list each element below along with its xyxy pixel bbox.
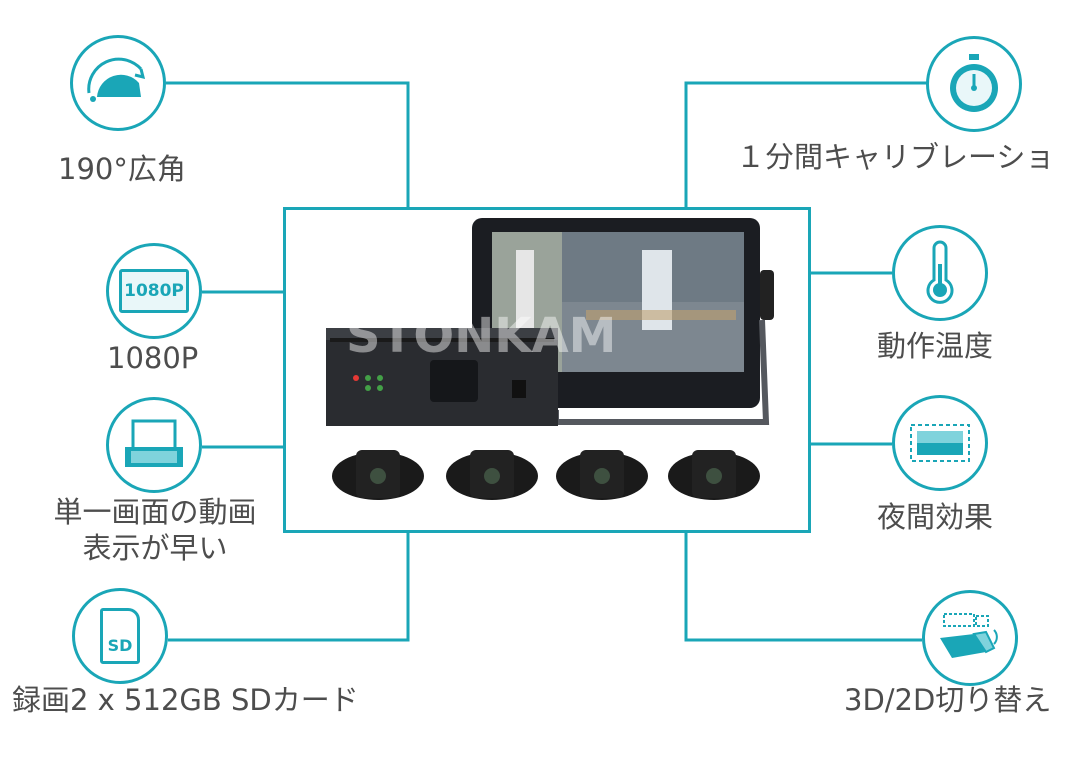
- wide-angle-label: 190°広角: [58, 152, 186, 186]
- sd-card-icon: SD: [100, 608, 140, 664]
- night-circle: [892, 395, 988, 491]
- truck-icon: [940, 613, 998, 658]
- resolution-label: 1080P: [107, 341, 199, 375]
- single-screen-circle: [106, 397, 202, 493]
- recording-label: 録画2 x 512GB SDカード: [12, 683, 359, 717]
- wide-angle-icon: [87, 57, 146, 102]
- single-screen-label-line2: 表示が早い: [82, 531, 228, 565]
- monitor-1080p-icon: 1080P: [119, 269, 189, 313]
- connector-3d2d: [684, 533, 922, 642]
- dvr-box: [326, 328, 558, 426]
- connector-calibration: [684, 81, 927, 207]
- temperature-circle: [892, 225, 988, 321]
- camera-2: [446, 450, 538, 500]
- thermometer-icon: [926, 240, 954, 304]
- connector-recording: [168, 533, 410, 642]
- calibration-label: １分間キャリブレーショ: [736, 140, 1055, 174]
- recording-circle: SD: [72, 588, 168, 684]
- night-screen-icon: [910, 424, 970, 462]
- camera-3: [556, 450, 648, 500]
- monitor-1080p-text: 1080P: [124, 281, 184, 301]
- single-screen-label-line1: 単一画面の動画: [53, 495, 257, 529]
- temperature-label: 動作温度: [877, 329, 994, 363]
- product-illustration: STONKAM: [326, 218, 774, 500]
- connector-wide-angle: [166, 81, 410, 207]
- camera-1: [332, 450, 424, 500]
- stopwatch-icon: [950, 54, 998, 112]
- single-screen-label: 単一画面の動画 表示が早い: [40, 494, 270, 566]
- product-image-frame: STONKAM: [283, 207, 811, 533]
- camera-4: [668, 450, 760, 500]
- wide-angle-circle: [70, 35, 166, 131]
- night-label: 夜間効果: [877, 500, 994, 534]
- watermark: STONKAM: [346, 308, 616, 364]
- calibration-circle: [926, 36, 1022, 132]
- switch-3d2d-circle: [922, 590, 1018, 686]
- resolution-circle: 1080P: [106, 243, 202, 339]
- sd-card-text: SD: [107, 636, 133, 655]
- laptop-icon: [125, 419, 183, 467]
- switch-3d2d-label: 3D/2D切り替え: [844, 683, 1052, 717]
